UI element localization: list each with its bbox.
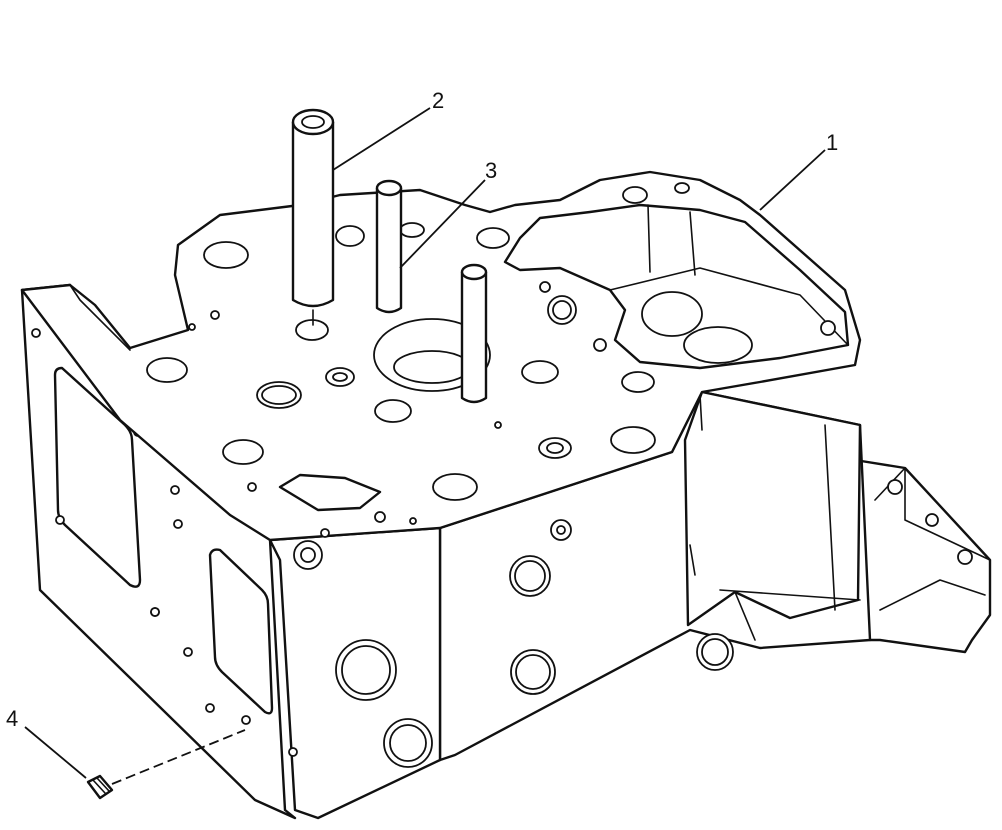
callout-label-2: 2 xyxy=(432,88,444,113)
callout-label-3: 3 xyxy=(485,158,497,183)
stud-large xyxy=(291,108,335,326)
stud-medium xyxy=(375,179,403,314)
leader-line-2 xyxy=(332,107,431,171)
callout-label-4: 4 xyxy=(6,706,18,731)
left-side-face xyxy=(20,283,298,820)
stud-small xyxy=(460,263,488,404)
callout-label-1: 1 xyxy=(826,130,838,155)
threaded-plug xyxy=(86,729,246,800)
leader-line-1 xyxy=(759,149,826,211)
leader-line-3 xyxy=(399,179,486,269)
rear-extension xyxy=(853,458,992,654)
right-side-face xyxy=(438,390,872,762)
front-face xyxy=(268,526,442,820)
leader-line-4 xyxy=(24,726,87,779)
